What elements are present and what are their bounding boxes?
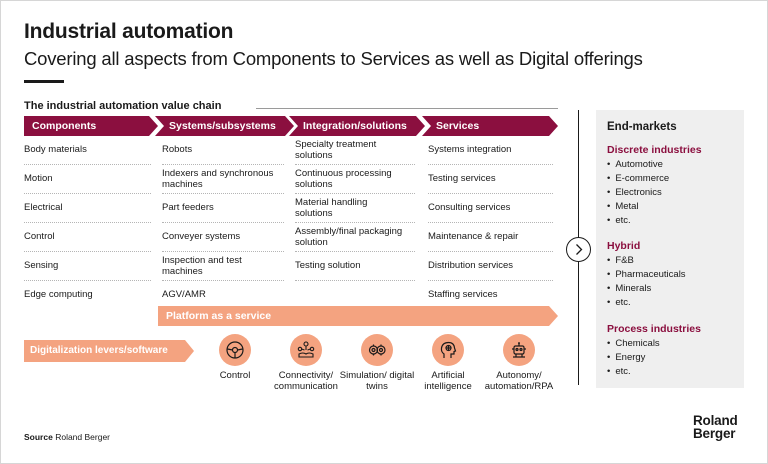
stage-item: Conveyer systems: [162, 231, 241, 242]
row-divider: [24, 193, 151, 194]
gears-icon: [361, 334, 393, 366]
brain-head-icon: [432, 334, 464, 366]
row-divider: [428, 251, 553, 252]
row-divider: [162, 222, 284, 223]
row-divider: [162, 280, 284, 281]
market-item: etc.: [607, 215, 630, 226]
stage-item: Control: [24, 231, 55, 242]
stage-header-components: Components: [24, 116, 158, 136]
row-divider: [24, 280, 151, 281]
digitalization-levers-label: Digitalization levers/software: [24, 340, 194, 362]
row-divider: [295, 193, 415, 194]
row-divider: [295, 251, 415, 252]
row-divider: [428, 193, 553, 194]
row-divider: [24, 251, 151, 252]
stage-item: Motion: [24, 173, 53, 184]
row-divider: [24, 164, 151, 165]
steering-wheel-icon: [219, 334, 251, 366]
market-item: etc.: [607, 297, 630, 308]
row-divider: [162, 193, 284, 194]
market-item: Metal: [607, 201, 638, 212]
stage-item: Continuous processing solutions: [295, 168, 392, 190]
stage-item: Indexers and synchronous machines: [162, 168, 274, 190]
lever-autonomy: Autonomy/ automation/RPA: [479, 334, 559, 392]
stage-item: Distribution services: [428, 260, 513, 271]
end-markets-title: End-markets: [607, 121, 677, 133]
category-hybrid: Hybrid: [607, 240, 641, 252]
row-divider: [428, 222, 553, 223]
network-hand-icon: [290, 334, 322, 366]
row-divider: [162, 164, 284, 165]
title-underline: [24, 80, 64, 83]
stage-item: Assembly/final packaging solution: [295, 226, 403, 248]
roland-berger-logo: Roland Berger: [693, 413, 738, 441]
market-item: Energy: [607, 352, 645, 363]
row-divider: [162, 251, 284, 252]
stage-item: Testing solution: [295, 260, 361, 271]
category-process: Process industries: [607, 323, 701, 335]
market-item: Chemicals: [607, 338, 659, 349]
end-markets-panel: End-markets Discrete industries Automoti…: [596, 110, 744, 388]
logo-line: Berger: [693, 426, 736, 441]
row-divider: [295, 280, 415, 281]
stage-header-systems: Systems/subsystems: [155, 116, 294, 136]
stage-item: Testing services: [428, 173, 496, 184]
lever-label: Artificial intelligence: [424, 370, 472, 392]
source-label: Source: [24, 432, 53, 442]
lever-label: Connectivity/ communication: [274, 370, 338, 392]
robot-icon: [503, 334, 535, 366]
stage-item: Robots: [162, 144, 193, 155]
lever-ai: Artificial intelligence: [408, 334, 488, 392]
market-item: etc.: [607, 366, 630, 377]
stage-item: Consulting services: [428, 202, 511, 213]
stage-header-services: Services: [422, 116, 558, 136]
category-discrete: Discrete industries: [607, 144, 702, 156]
lever-label: Simulation/ digital twins: [339, 370, 415, 392]
row-divider: [295, 164, 415, 165]
source-note: Source Roland Berger: [24, 432, 110, 442]
stage-item: Systems integration: [428, 144, 512, 155]
source-text: Roland Berger: [55, 432, 111, 442]
lever-control: Control: [195, 334, 275, 382]
chevron-right-icon: [566, 237, 591, 262]
stage-item: Edge computing: [24, 289, 93, 300]
stage-item: Body materials: [24, 144, 87, 155]
logo-line: Roland: [693, 413, 738, 428]
lever-label: Autonomy/ automation/RPA: [484, 370, 554, 392]
value-chain-title: The industrial automation value chain: [24, 100, 222, 112]
stage-item: Maintenance & repair: [428, 231, 519, 242]
lever-simulation: Simulation/ digital twins: [337, 334, 417, 392]
row-divider: [428, 164, 553, 165]
row-divider: [428, 280, 553, 281]
lever-label: Control: [219, 370, 251, 381]
stage-item: Inspection and test machines: [162, 255, 242, 277]
page-subtitle: Covering all aspects from Components to …: [24, 48, 643, 69]
market-item: F&B: [607, 255, 633, 266]
stage-header-integration: Integration/solutions: [289, 116, 425, 136]
stage-item: AGV/AMR: [162, 289, 206, 300]
market-item: Minerals: [607, 283, 651, 294]
stage-item: Material handling solutions: [295, 197, 368, 219]
lever-connectivity: Connectivity/ communication: [266, 334, 346, 392]
stage-item: Sensing: [24, 260, 59, 271]
platform-as-a-service-bar: Platform as a service: [158, 306, 558, 326]
stage-item: Staffing services: [428, 289, 498, 300]
stage-item: Electrical: [24, 202, 63, 213]
row-divider: [295, 222, 415, 223]
market-item: Electronics: [607, 187, 661, 198]
market-item: E-commerce: [607, 173, 669, 184]
stage-item: Part feeders: [162, 202, 214, 213]
market-item: Automotive: [607, 159, 663, 170]
market-item: Pharmaceuticals: [607, 269, 685, 280]
stage-item: Specialty treatment solutions: [295, 139, 377, 161]
value-chain-rule: [256, 108, 558, 109]
page-title: Industrial automation: [24, 20, 234, 43]
row-divider: [24, 222, 151, 223]
